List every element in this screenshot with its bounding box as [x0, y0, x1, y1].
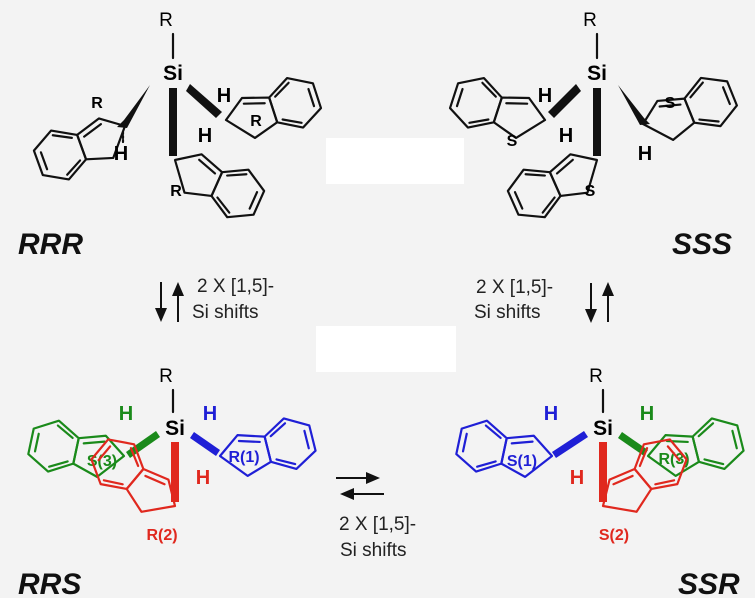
blank-box-bottom: [316, 326, 456, 372]
ssr-ring-s1-h: H: [544, 403, 558, 425]
ssr-ring-r3-h: H: [640, 403, 654, 425]
rrs-ring-r2: H R(2): [81, 428, 210, 544]
isomer-name-rrs: RRS: [18, 568, 81, 598]
isomer-name-sss: SSS: [672, 228, 732, 261]
sss-ring-3: H S: [501, 88, 611, 228]
sss-ring-3-h: H: [559, 125, 573, 147]
sss-substituent: R: [583, 10, 597, 31]
rrr-ring-3-label: R: [170, 183, 182, 200]
left-shift-line2: Si shifts: [192, 302, 259, 323]
rrr-ring-2-label: R: [250, 113, 262, 130]
sss-ring-2-h: H: [638, 143, 652, 165]
sss-ring-1-label: S: [507, 133, 518, 150]
ssr-ring-s1: H S(1): [452, 403, 588, 488]
equilibrium-arrows-bottom: 2 X [1,5]- Si shifts: [336, 472, 416, 561]
rrs-silicon: Si: [165, 417, 185, 440]
sss-silicon: Si: [587, 62, 607, 85]
isomer-name-rrr: RRR: [18, 228, 83, 261]
rrs-ring-r1-label: R(1): [228, 449, 259, 466]
rrs-substituent: R: [159, 366, 173, 387]
isomer-name-ssr: SSR: [678, 568, 740, 598]
isomer-sss: R Si H S H S H S SSS: [444, 10, 743, 261]
blank-box-top: [326, 138, 464, 184]
ssr-ring-s2-h: H: [570, 467, 584, 489]
rrs-ring-r1: H R(1): [190, 403, 320, 488]
right-shift-line1: 2 X [1,5]-: [476, 277, 553, 298]
isomer-ssr: R Si H S(1) H R(3) H S(2) SSR: [452, 366, 748, 598]
right-shift-line2: Si shifts: [474, 302, 541, 323]
bottom-shift-line1: 2 X [1,5]-: [339, 514, 416, 535]
rrs-ring-r1-h: H: [203, 403, 217, 425]
left-shift-line1: 2 X [1,5]-: [197, 276, 274, 297]
rrs-ring-r2-h: H: [196, 467, 210, 489]
equilibrium-arrows-left: 2 X [1,5]- Si shifts: [155, 276, 274, 323]
rrr-ring-3: H R: [161, 88, 271, 228]
ssr-substituent: R: [589, 366, 603, 387]
rrr-ring-1-label: R: [91, 95, 103, 112]
rrr-ring-2: H R: [186, 69, 327, 151]
isomer-rrr: R Si H R H R H R RRR: [18, 10, 327, 261]
rrr-ring-2-h: H: [217, 85, 231, 107]
sss-ring-2-label: S: [665, 95, 676, 112]
isomer-rrs: R Si H S(3) H R(1) H R(2) RRS: [18, 366, 320, 598]
ssr-ring-s1-label: S(1): [507, 453, 537, 470]
ssr-silicon: Si: [593, 417, 613, 440]
bottom-shift-line2: Si shifts: [340, 540, 407, 561]
ssr-ring-s2-label: S(2): [599, 527, 629, 544]
rrs-ring-s3-h: H: [119, 403, 133, 425]
rrr-ring-1: H R: [28, 85, 150, 189]
sss-ring-2: H S: [618, 68, 743, 165]
ssr-ring-s2: H S(2): [570, 428, 697, 544]
rrr-ring-1-h: H: [114, 143, 128, 165]
sss-ring-3-label: S: [585, 183, 596, 200]
rrr-substituent: R: [159, 10, 173, 31]
rrr-silicon: Si: [163, 62, 183, 85]
sss-ring-1-h: H: [538, 85, 552, 107]
rrs-ring-r2-label: R(2): [146, 527, 177, 544]
rrr-ring-3-h: H: [198, 125, 212, 147]
equilibrium-arrows-right: 2 X [1,5]- Si shifts: [474, 277, 614, 323]
sss-ring-1: H S: [444, 69, 581, 151]
